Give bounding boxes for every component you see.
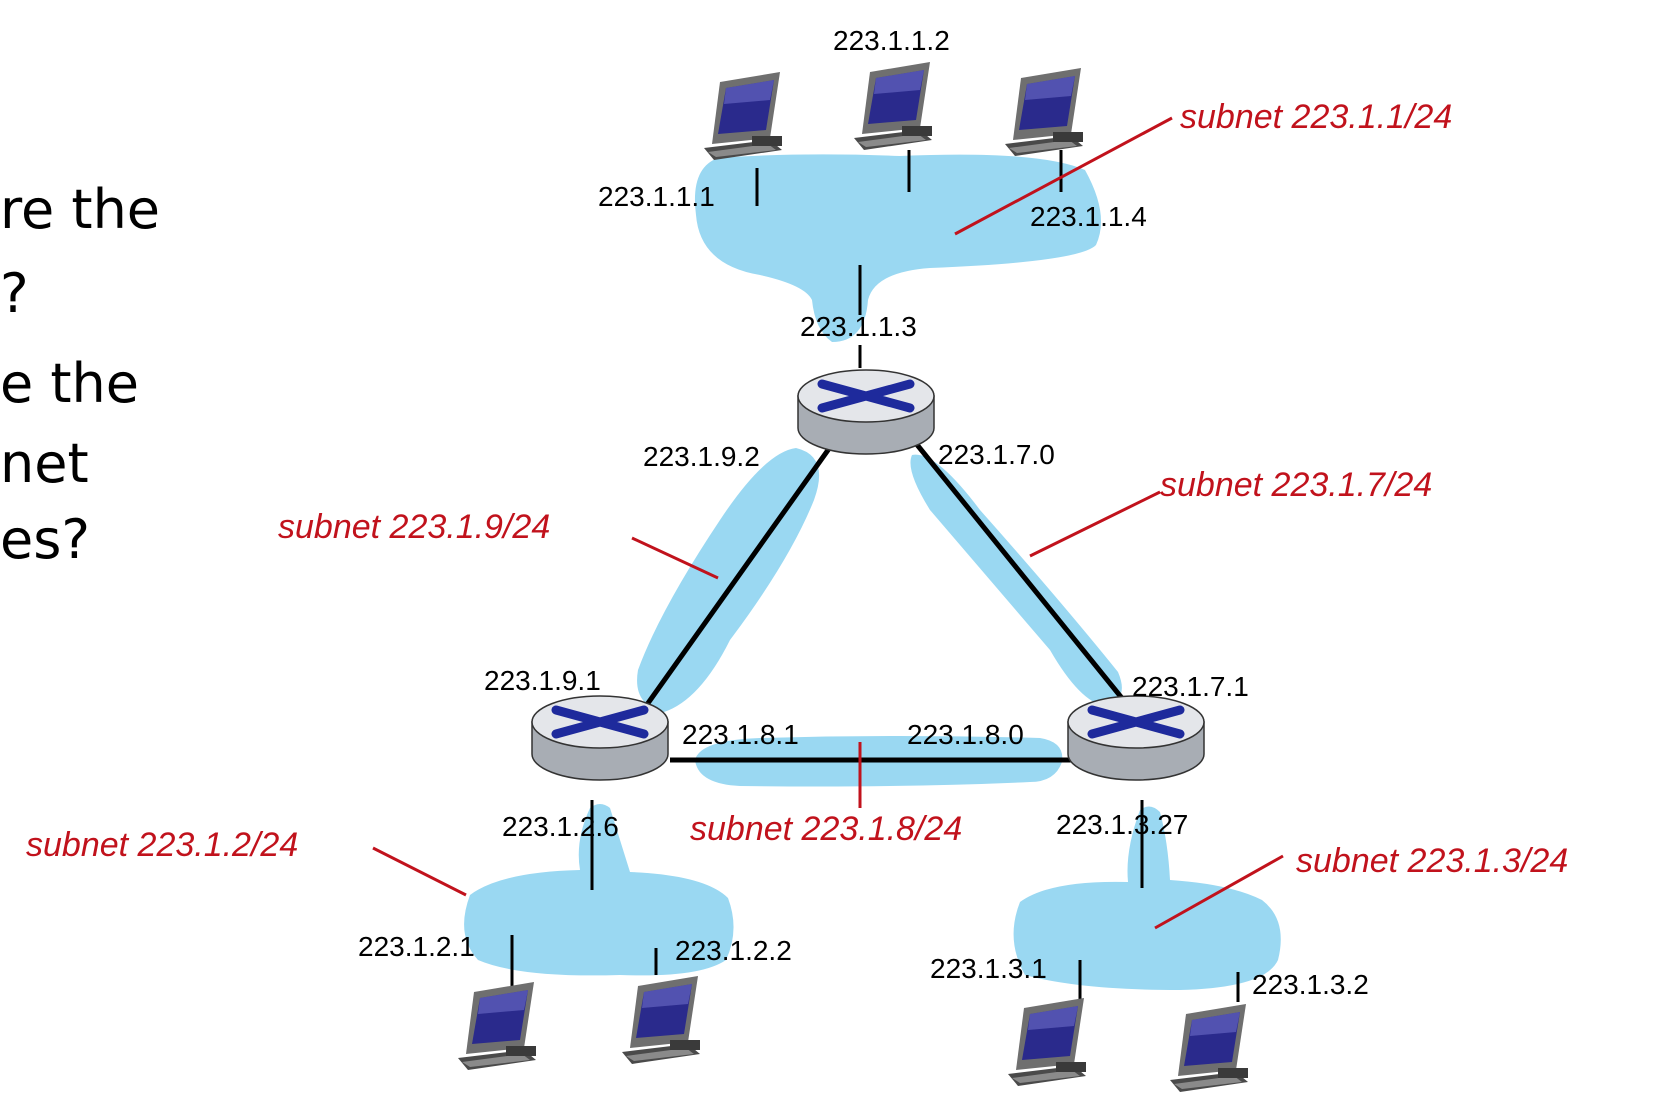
link-r1-r3	[908, 434, 1140, 720]
host-223-1-2-1-icon	[458, 982, 536, 1070]
host-223-1-1-1-icon	[704, 72, 782, 160]
subnet-label-9: subnet 223.1.9/24	[278, 508, 550, 546]
ip-label: 223.1.1.2	[833, 25, 950, 56]
question-line-5: es?	[0, 508, 91, 571]
ip-label: 223.1.7.0	[938, 439, 1055, 470]
subnet-label-2: subnet 223.1.2/24	[26, 826, 298, 864]
subnet-label-3: subnet 223.1.3/24	[1296, 842, 1568, 880]
ip-label: 223.1.3.1	[930, 953, 1047, 984]
question-line-4: net	[0, 432, 89, 495]
host-223-1-2-2-icon	[622, 976, 700, 1064]
ip-label: 223.1.1.1	[598, 181, 715, 212]
attachment-ticks	[510, 150, 1240, 1005]
ip-label: 223.1.1.3	[800, 311, 917, 342]
ip-label: 223.1.3.27	[1056, 809, 1188, 840]
ip-label: 223.1.9.1	[484, 665, 601, 696]
link-r1-r2	[633, 434, 841, 722]
pointer-lines	[372, 116, 1284, 930]
question-line-3: e the	[0, 352, 140, 415]
subnet-blob-2	[464, 804, 734, 976]
router-left-icon	[532, 696, 668, 780]
router-top-icon	[798, 370, 934, 454]
ip-label: 223.1.2.2	[675, 935, 792, 966]
subnet-blob-1	[694, 154, 1102, 342]
host-223-1-3-2-icon	[1170, 1004, 1248, 1092]
ip-label: 223.1.8.1	[682, 719, 799, 750]
ip-label: 223.1.2.6	[502, 811, 619, 842]
subnet-label-1: subnet 223.1.1/24	[1180, 98, 1452, 136]
ip-label: 223.1.9.2	[643, 441, 760, 472]
subnet-label-8: subnet 223.1.8/24	[690, 810, 962, 848]
ip-label: 223.1.3.2	[1252, 969, 1369, 1000]
router-right-icon	[1068, 696, 1204, 780]
ip-label: 223.1.2.1	[358, 931, 475, 962]
ip-label: 223.1.7.1	[1132, 671, 1249, 702]
host-223-1-1-2-icon	[854, 62, 932, 150]
ip-label: 223.1.1.4	[1030, 201, 1147, 232]
subnet-label-7: subnet 223.1.7/24	[1160, 466, 1432, 504]
subnet-blob-9	[637, 448, 820, 712]
question-line-2: ?	[0, 262, 29, 325]
ip-label: 223.1.8.0	[907, 719, 1024, 750]
subnet-blob-3	[1013, 806, 1281, 990]
host-223-1-1-4-icon	[1005, 68, 1083, 156]
question-line-1: re the	[0, 178, 161, 241]
host-223-1-3-1-icon	[1008, 998, 1086, 1086]
links	[633, 434, 1140, 763]
subnet-blob-7	[910, 454, 1122, 706]
